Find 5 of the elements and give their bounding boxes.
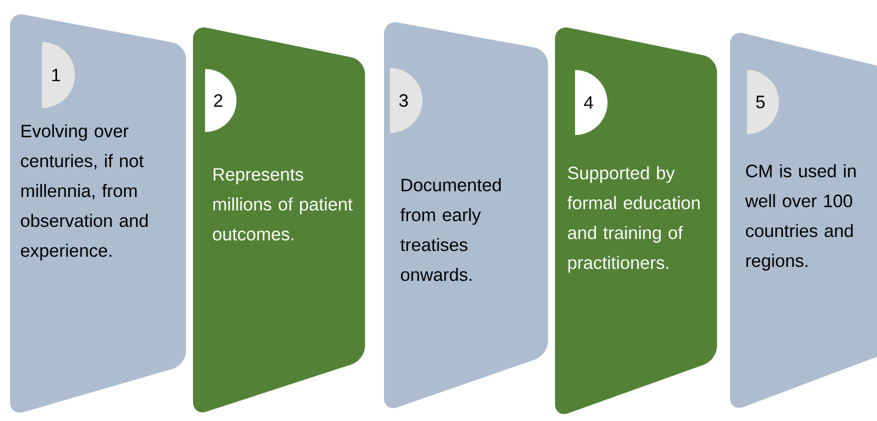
number-badge: 5 bbox=[747, 70, 779, 134]
number-badge: 3 bbox=[390, 68, 422, 133]
number-badge: 2 bbox=[205, 69, 236, 132]
number-badge: 1 bbox=[42, 42, 75, 108]
number-badge: 4 bbox=[575, 70, 608, 135]
